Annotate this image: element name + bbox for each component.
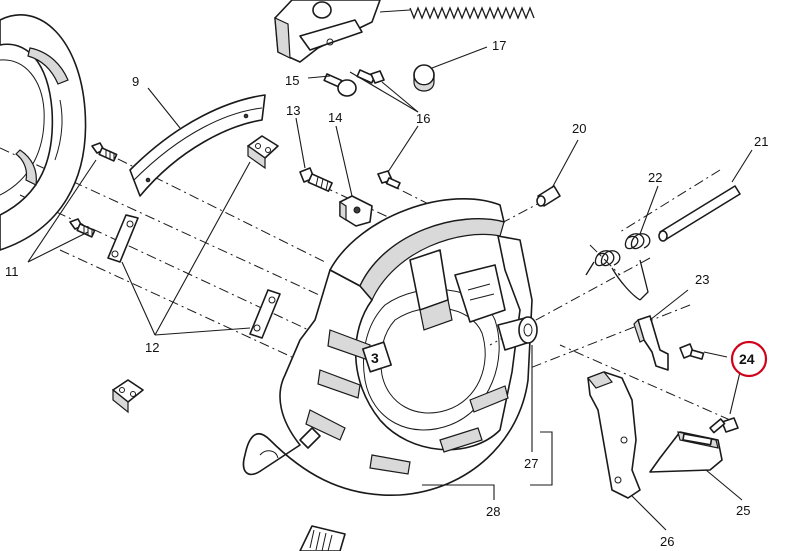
callout-27: 27 — [524, 456, 538, 471]
part-28-lower-guard: 3 — [242, 198, 533, 496]
part-13-screw — [299, 167, 333, 192]
part-27-shaft — [497, 316, 538, 351]
callout-20: 20 — [572, 121, 586, 136]
callout-16: 16 — [416, 111, 430, 126]
callout-17: 17 — [492, 38, 506, 53]
part-24-screw-lower — [709, 417, 739, 434]
callout-9: 9 — [132, 74, 139, 89]
upper-blade-guard — [0, 14, 87, 251]
embossed-mark-3: 3 — [371, 350, 379, 366]
part-14-clamp — [339, 195, 373, 227]
callout-25: 25 — [736, 503, 750, 518]
part-12-link-plate-b — [249, 289, 281, 339]
top-arm-assembly — [274, 0, 535, 63]
callout-22: 22 — [648, 170, 662, 185]
part-24-screw — [679, 343, 705, 360]
part-16-screw-lower — [377, 170, 401, 190]
callout-11: 11 — [5, 264, 19, 279]
callout-15: 15 — [285, 73, 299, 88]
callout-12: 12 — [145, 340, 159, 355]
callout-21: 21 — [754, 134, 768, 149]
part-21-rod — [658, 185, 741, 242]
part-11-screw-upper — [91, 142, 118, 162]
highlight-ring-24 — [730, 340, 768, 378]
callout-28: 28 — [486, 504, 500, 519]
leader-lines — [27, 46, 753, 531]
part-23-bracket — [633, 315, 669, 371]
part-22-torsion-spring — [585, 233, 651, 301]
callout-14: 14 — [328, 110, 342, 125]
part-16-screw — [356, 69, 385, 84]
part-12-link-plate-a — [107, 214, 139, 263]
part-15-screw — [323, 73, 357, 97]
callout-24: 24 — [739, 351, 755, 367]
callout-13: 13 — [286, 103, 300, 118]
part-20-pin — [536, 185, 561, 207]
part-25-actuator — [649, 431, 723, 473]
part-12-spacer-block-lower — [112, 379, 144, 414]
callout-23: 23 — [695, 272, 709, 287]
part-26-lever — [587, 371, 641, 499]
bottom-fragment — [299, 525, 346, 551]
part-12-spacer-block-upper — [247, 135, 279, 170]
part-17-nut — [413, 64, 435, 92]
part-9-guard-strip — [129, 94, 266, 197]
callout-26: 26 — [660, 534, 674, 549]
